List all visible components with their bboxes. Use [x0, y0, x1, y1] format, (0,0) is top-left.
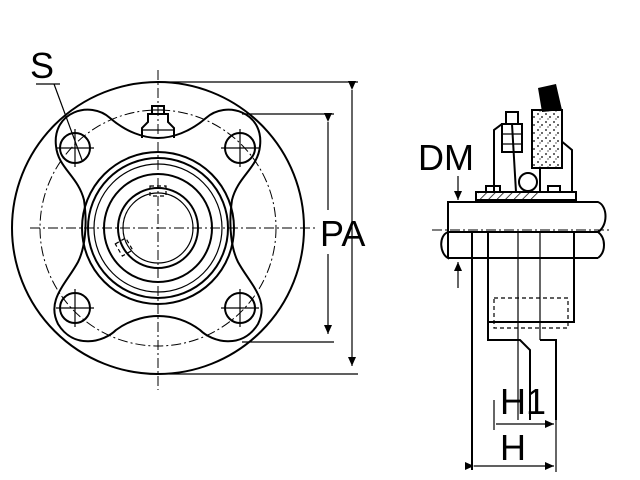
bolt-hole-bottom-right — [221, 289, 259, 327]
bolt-hole-top-right — [221, 129, 259, 167]
front-view — [11, 70, 358, 390]
bolt-hole-bottom-left — [56, 289, 94, 327]
bearing-inner-ring — [103, 173, 213, 283]
seal-right — [547, 185, 561, 193]
bearing-shelf — [475, 191, 577, 201]
housing-top-black — [538, 84, 562, 112]
label-s: S — [30, 45, 54, 86]
label-pa: PA — [320, 213, 365, 254]
bearing-hatch — [478, 193, 538, 199]
label-h: H — [500, 427, 526, 468]
hidden-bolt-hole — [493, 297, 569, 329]
bearing-outer-ring — [87, 157, 229, 299]
side-view — [432, 84, 612, 472]
grease-nipple-front — [141, 105, 175, 138]
shaft-highlight — [121, 192, 141, 211]
grease-nipple-side — [501, 111, 523, 153]
housing-cast-section — [531, 109, 563, 169]
set-screw-side — [114, 237, 134, 257]
label-h1: H1 — [500, 381, 546, 422]
shaft-inner-circle — [122, 192, 194, 264]
bolt-hole-top-left — [56, 129, 94, 167]
bearing-seal-ring — [93, 163, 223, 293]
outer-flange-circle — [11, 81, 305, 375]
seal-left — [485, 185, 501, 193]
shaft-bore-circle — [117, 187, 199, 269]
housing-bore-ring — [81, 151, 235, 305]
s-leader-line — [53, 83, 83, 161]
shaft-break-right — [597, 231, 605, 259]
label-dm: DM — [418, 137, 474, 178]
flange-body — [471, 232, 557, 470]
shaft — [447, 201, 607, 233]
bolt-pitch-circle — [39, 109, 277, 347]
housing-boss — [487, 231, 575, 323]
bearing-ball — [518, 172, 538, 192]
shaft-break-left — [440, 231, 449, 260]
set-screw-top — [149, 185, 167, 197]
